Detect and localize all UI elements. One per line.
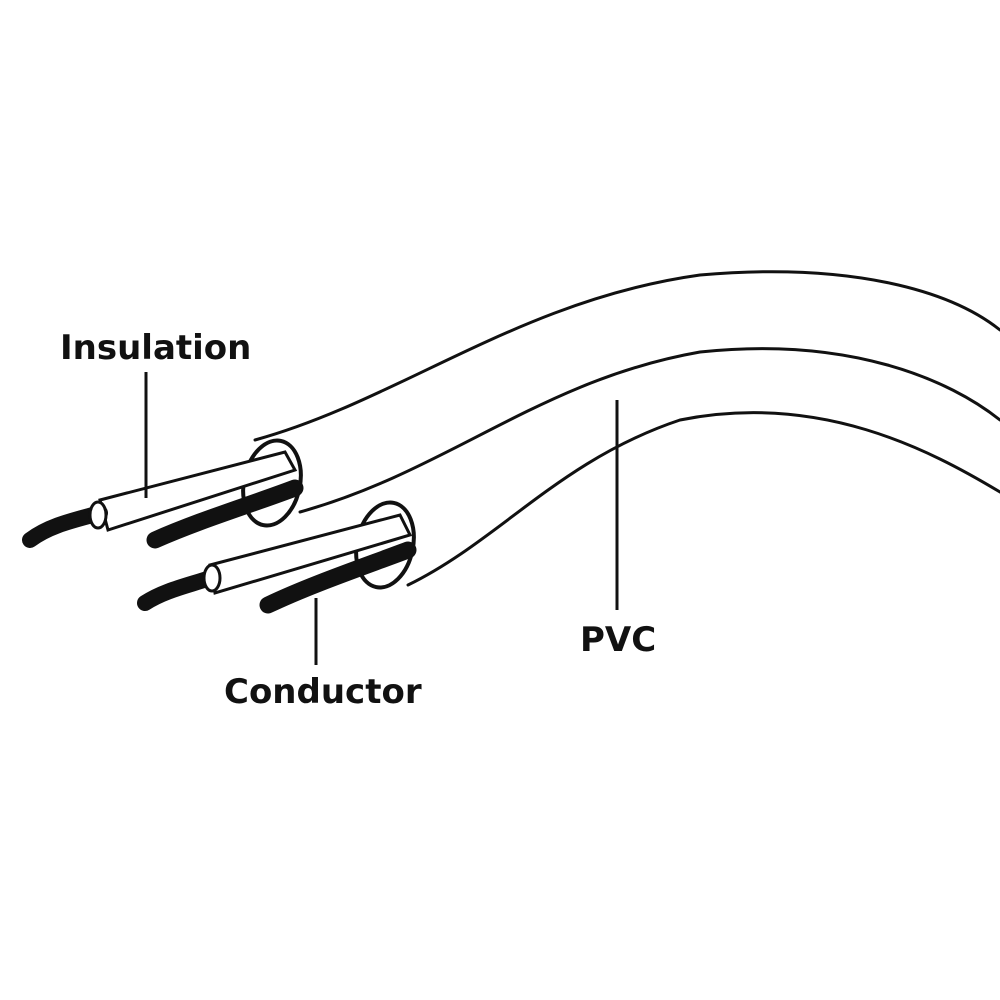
cable-outline-top: [253, 270, 1000, 442]
lower-core: [137, 500, 417, 614]
upper-core: [22, 438, 304, 549]
cable-outline-bottom: [406, 411, 1000, 587]
pvc-label: PVC: [580, 620, 657, 660]
cable-outline-middle: [298, 347, 1000, 514]
insulation-label: Insulation: [60, 328, 252, 368]
conductor-label: Conductor: [224, 672, 422, 712]
